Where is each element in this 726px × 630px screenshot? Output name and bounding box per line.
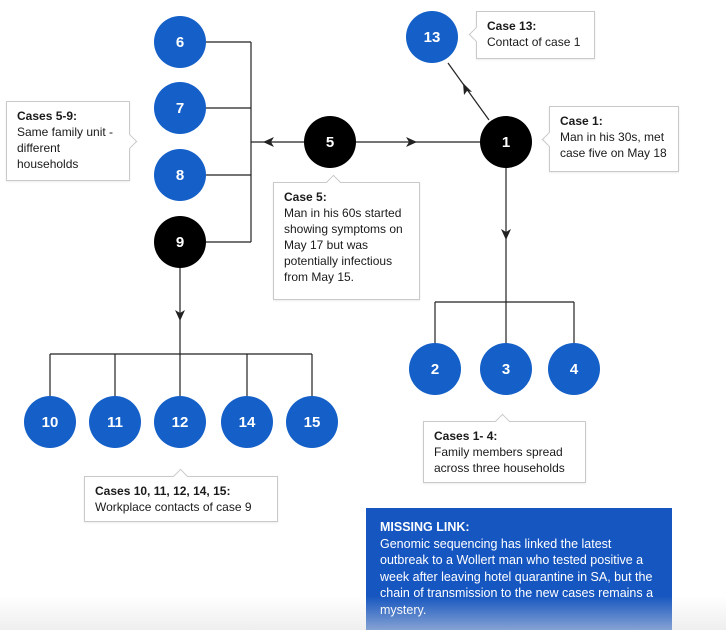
case-node-2: 2 xyxy=(409,343,461,395)
case-node-9: 9 xyxy=(154,216,206,268)
callout-text: Workplace contacts of case 9 xyxy=(95,500,252,514)
case-node-6: 6 xyxy=(154,16,206,68)
callout-case-5: Case 5: Man in his 60s started showing s… xyxy=(273,174,420,300)
callout-case-13: Case 13: Contact of case 1 xyxy=(468,11,595,59)
case-node-3: 3 xyxy=(480,343,532,395)
case-node-11: 11 xyxy=(89,396,141,448)
case-node-14: 14 xyxy=(221,396,273,448)
missing-link-title: MISSING LINK: xyxy=(380,520,470,534)
missing-link-text: Genomic sequencing has linked the latest… xyxy=(380,536,654,617)
case-node-12: 12 xyxy=(154,396,206,448)
case-node-15: 15 xyxy=(286,396,338,448)
callout-text: Same family unit - different households xyxy=(17,125,114,171)
callout-case-1: Case 1: Man in his 30s, met case five on… xyxy=(541,106,679,172)
callout-title: Case 13: xyxy=(487,19,537,33)
callout-cases-5-9: Cases 5-9: Same family unit - different … xyxy=(6,101,138,181)
arrow-up-icon xyxy=(463,83,472,95)
callout-title: Cases 1- 4: xyxy=(434,429,498,443)
arrow-down-icon xyxy=(175,310,185,321)
callout-cases-10-15: Cases 10, 11, 12, 14, 15: Workplace cont… xyxy=(84,468,278,522)
case-node-10: 10 xyxy=(24,396,76,448)
case-node-4: 4 xyxy=(548,343,600,395)
callout-title: Cases 5-9: xyxy=(17,109,78,123)
case-node-8: 8 xyxy=(154,149,206,201)
callout-text: Man in his 30s, met case five on May 18 xyxy=(560,130,667,160)
callout-cases-1-4: Cases 1- 4: Family members spread across… xyxy=(423,413,586,483)
callout-title: Case 1: xyxy=(560,114,603,128)
callout-text: Contact of case 1 xyxy=(487,35,581,49)
arrow-left-icon xyxy=(263,137,274,147)
arrow-right-icon xyxy=(406,137,417,147)
bottom-fade xyxy=(0,596,726,630)
callout-title: Cases 10, 11, 12, 14, 15: xyxy=(95,484,231,498)
case-node-1: 1 xyxy=(480,116,532,168)
callout-text: Man in his 60s started showing symptoms … xyxy=(284,206,403,284)
case-node-5: 5 xyxy=(304,116,356,168)
callout-text: Family members spread across three house… xyxy=(434,445,565,475)
callout-title: Case 5: xyxy=(284,190,327,204)
case-node-7: 7 xyxy=(154,82,206,134)
case-node-13: 13 xyxy=(406,11,458,63)
arrow-down-icon xyxy=(501,229,511,240)
